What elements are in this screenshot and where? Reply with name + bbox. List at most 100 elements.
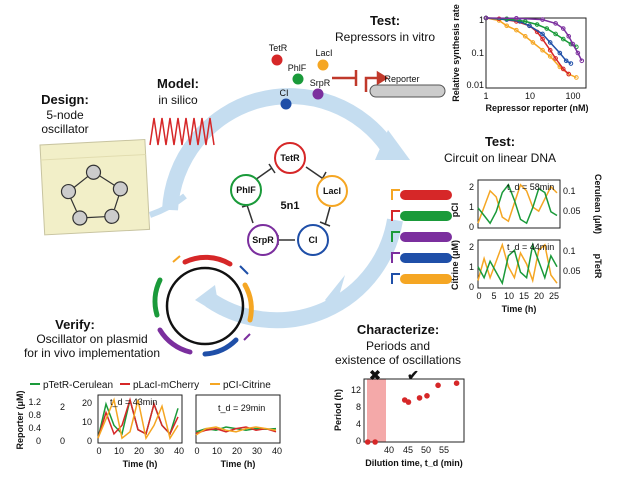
- linear-bottom-ylabel-right: pTetR: [593, 254, 603, 279]
- titration-point: [553, 31, 558, 37]
- legend-tetr-cerulean: pTetR-Cerulean: [43, 380, 113, 391]
- non-oscillation-region: [367, 379, 386, 442]
- svg-text:1: 1: [469, 202, 474, 212]
- protein-phlf-label: PhlF: [288, 63, 307, 73]
- oscillation-check-icon: ✔: [407, 367, 419, 383]
- linear-dna-constructs: [391, 189, 452, 284]
- reporter-gene: [369, 84, 446, 98]
- protein-srpr-dot: [312, 88, 324, 100]
- titration-point: [527, 23, 532, 29]
- design-subtitle: 5-node: [46, 108, 84, 122]
- svg-text:10: 10: [82, 417, 92, 427]
- svg-text:SrpR: SrpR: [252, 235, 274, 245]
- svg-text:30: 30: [252, 446, 262, 456]
- period-point: [372, 439, 378, 445]
- test-repressors-section: Test: Repressors in vitro TetR LacI PhlF…: [269, 13, 446, 110]
- node-laci: LacI: [316, 175, 348, 207]
- svg-text:0.4: 0.4: [28, 423, 41, 433]
- svg-text:40: 40: [174, 446, 184, 456]
- protein-tetr-label: TetR: [269, 43, 288, 53]
- repressor-titration-chart: 1 0.1 0.01 1 10 100 Repressor reporter (…: [451, 4, 589, 113]
- titration-point: [566, 71, 572, 77]
- svg-text:0: 0: [60, 436, 65, 446]
- titration-point: [553, 21, 558, 26]
- titration-point: [547, 47, 553, 53]
- svg-text:4: 4: [356, 419, 361, 429]
- titration-point: [540, 36, 545, 42]
- linear-top-ylabel-right: Cerulean (μM): [593, 174, 603, 234]
- titration-xtick-10: 10: [525, 91, 535, 101]
- period-point: [435, 382, 441, 389]
- svg-text:25: 25: [549, 291, 559, 301]
- svg-text:0.05: 0.05: [563, 266, 581, 276]
- series-line-2: [97, 397, 179, 441]
- linear-dna-chart-bottom: t_d = 44min 0 1 2 0.05 0.1 0 5 10 15 20 …: [450, 239, 603, 314]
- svg-text:5: 5: [491, 291, 496, 301]
- characterize-section: Characterize: Periods and existence of o…: [335, 322, 461, 367]
- svg-text:1: 1: [469, 262, 474, 272]
- titration-series: [483, 15, 585, 80]
- svg-text:10: 10: [212, 446, 222, 456]
- svg-text:0.1: 0.1: [563, 186, 576, 196]
- titration-plot-frame: [485, 17, 587, 89]
- in-vivo-43-xlabel: Time (h): [123, 459, 158, 469]
- titration-point: [570, 41, 576, 47]
- svg-text:CI: CI: [309, 235, 318, 245]
- period-chart: ✖ ✔ 0 4 8 12 40 45 50 55 Dilution time, …: [333, 367, 465, 468]
- svg-text:10: 10: [114, 446, 124, 456]
- period-point: [453, 380, 460, 387]
- series-line-0: [477, 183, 558, 224]
- titration-point: [563, 58, 569, 64]
- titration-point: [534, 22, 540, 27]
- titration-line-2: [485, 17, 572, 65]
- svg-text:45: 45: [403, 445, 413, 455]
- titration-point: [560, 36, 566, 42]
- period-xlabel: Dilution time, t_d (min): [365, 458, 463, 468]
- test-circuit-subtitle: Circuit on linear DNA: [444, 151, 556, 165]
- titration-point: [547, 40, 553, 45]
- node-srpr: SrpR: [247, 224, 279, 256]
- linear-top-ylabel-left: pCI: [450, 203, 460, 218]
- test-circuit-section: Test: Circuit on linear DNA: [391, 134, 556, 284]
- legend-ci-citrine: pCI-Citrine: [223, 380, 271, 391]
- in-vivo-chart-29min: t_d = 29min 0 10 20 30 40 Time (h): [194, 394, 282, 469]
- svg-text:LacI: LacI: [323, 186, 341, 196]
- model-section: Model: in silico: [149, 76, 215, 146]
- svg-text:0: 0: [476, 291, 481, 301]
- titration-point: [568, 61, 574, 66]
- model-oscillation-wave: [149, 117, 215, 146]
- period-point: [364, 439, 371, 445]
- svg-text:0: 0: [194, 446, 199, 456]
- svg-text:50: 50: [421, 445, 431, 455]
- titration-ytick-1: 1: [479, 15, 484, 25]
- titration-point: [540, 31, 545, 37]
- protein-srpr-label: SrpR: [310, 78, 331, 88]
- model-title: Model:: [157, 76, 199, 91]
- protein-phlf-dot: [292, 73, 304, 85]
- plasmid-diagram: [152, 254, 254, 357]
- svg-text:30: 30: [154, 446, 164, 456]
- protein-laci-dot: [317, 59, 329, 71]
- svg-text:t_d = 29min: t_d = 29min: [218, 403, 265, 413]
- series-line-1: [97, 397, 179, 439]
- titration-point: [540, 17, 545, 22]
- titration-line-4: [485, 17, 583, 62]
- titration-point: [547, 54, 553, 59]
- svg-text:10: 10: [504, 291, 514, 301]
- titration-line-3: [485, 17, 577, 48]
- titration-point: [522, 19, 528, 24]
- titration-xtick-100: 100: [565, 91, 580, 101]
- svg-text:15: 15: [519, 291, 529, 301]
- repression-symbol: [332, 70, 389, 92]
- design-subtitle-2: oscillator: [41, 122, 88, 136]
- svg-text:20: 20: [82, 398, 92, 408]
- titration-point: [544, 26, 550, 31]
- characterize-title: Characterize:: [357, 322, 439, 337]
- design-title: Design:: [41, 92, 89, 107]
- titration-point: [530, 40, 536, 45]
- linear-dna-chart-top: t_d = 58min 0 1 2 0.05 0.1 pCI Cerulean …: [450, 174, 603, 234]
- titration-xlabel: Repressor reporter (nM): [485, 103, 588, 113]
- svg-text:0.8: 0.8: [28, 410, 41, 420]
- titration-point: [557, 50, 563, 56]
- period-plot-frame: [363, 378, 465, 443]
